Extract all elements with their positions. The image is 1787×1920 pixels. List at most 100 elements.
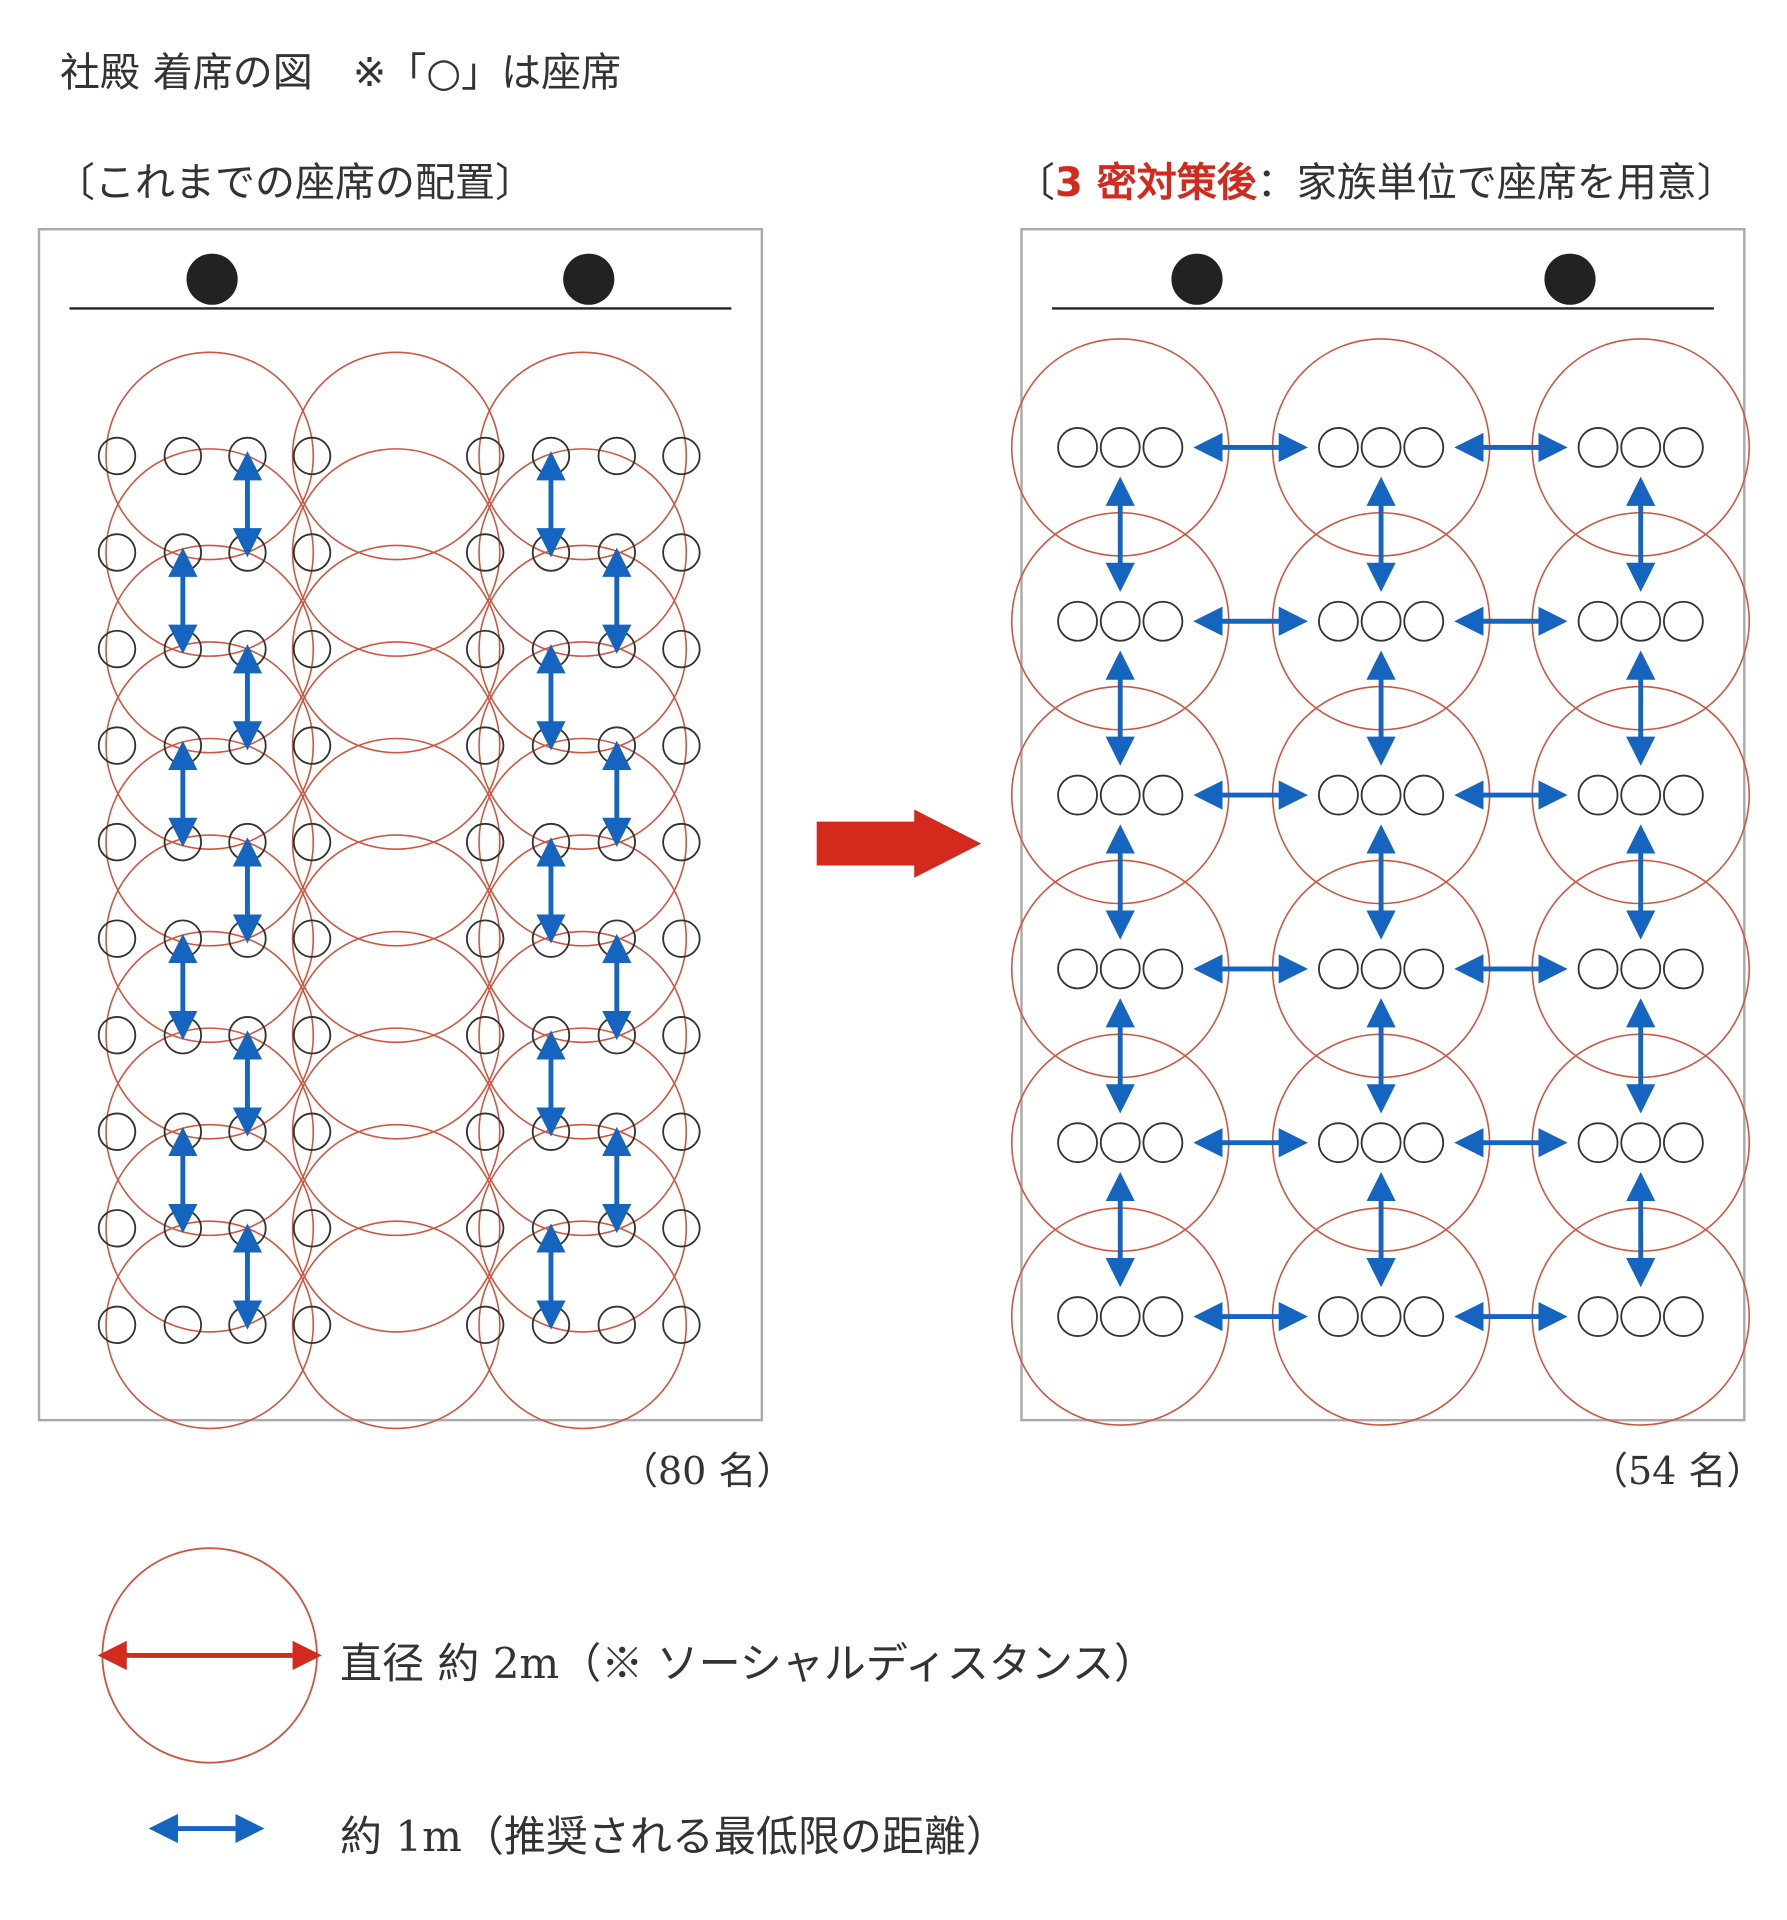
transition-arrow-icon [816, 809, 982, 878]
distance-circle [291, 1027, 501, 1237]
seat-icon [662, 1112, 701, 1151]
distance-circle [291, 1123, 501, 1333]
legend-marks [97, 1547, 322, 1844]
distance-circle [478, 930, 688, 1140]
distance-circle [478, 834, 688, 1044]
seat-icon [662, 726, 701, 765]
seat-icon [662, 822, 701, 862]
seat-icon [1662, 948, 1704, 990]
seat-icon [1099, 774, 1141, 816]
seat-icon [1318, 774, 1359, 816]
seat-icon [1360, 1122, 1402, 1164]
seat-icon [1577, 774, 1619, 816]
seat-icon [465, 1209, 505, 1248]
seat-icon [292, 1305, 332, 1345]
seat-icon [1403, 1122, 1445, 1164]
seat-icon [1142, 600, 1184, 642]
seat-icon [1620, 774, 1662, 816]
seat-icon [1318, 600, 1359, 642]
seat-icon [1577, 600, 1619, 642]
seat-icon [465, 1305, 505, 1345]
seat-icon [1662, 427, 1704, 468]
seat-icon [662, 1305, 701, 1345]
seat-icon [1360, 948, 1402, 990]
seat-icon [1142, 948, 1184, 990]
page-title: 社殿 着席の図 ※「○」は座席 [60, 50, 622, 96]
seat-icon [1318, 1122, 1359, 1164]
distance-circle [478, 641, 688, 850]
seat-icon [465, 533, 505, 572]
distance-circle [105, 544, 315, 754]
priest-seat-icon [186, 253, 238, 305]
seat-icon [1142, 1122, 1184, 1164]
right-seat-count: （54 名） [1590, 1449, 1765, 1493]
seat-icon [292, 533, 332, 572]
distance-circle [105, 351, 315, 561]
seat-icon [1403, 774, 1445, 816]
seat-icon [662, 1016, 701, 1055]
left-heading: 〔これまでの座席の配置〕 [55, 160, 535, 206]
distance-circle [291, 1220, 501, 1430]
seat-icon [662, 919, 701, 958]
seat-icon [1142, 774, 1184, 816]
distance-circle [291, 737, 501, 947]
seat-icon [597, 436, 636, 476]
distance-circle [478, 351, 688, 561]
distance-circle [291, 351, 501, 561]
seat-icon [1577, 1122, 1619, 1164]
seat-icon [292, 822, 332, 862]
seat-icon [1403, 427, 1445, 468]
seat-icon [97, 726, 137, 765]
seat-icon [292, 1112, 332, 1151]
left-seating-panel [37, 228, 764, 1430]
seat-icon [1577, 948, 1619, 990]
seat-icon [1318, 1296, 1359, 1337]
seat-icon [465, 726, 505, 765]
seat-icon [1620, 427, 1662, 468]
seat-icon [292, 1209, 332, 1248]
seat-icon [1318, 427, 1359, 468]
seat-icon [97, 629, 137, 669]
seat-icon [1360, 1296, 1402, 1337]
seat-icon [465, 919, 505, 958]
legend-diameter-label: 直径 約 2m（※ ソーシャルディスタンス） [340, 1639, 1156, 1688]
distance-circle [478, 1123, 688, 1333]
distance-circle [105, 834, 315, 1044]
seat-icon [1099, 1296, 1141, 1337]
distance-circle [478, 544, 688, 754]
seat-icon [97, 1112, 137, 1151]
priest-seat-icon [1171, 253, 1223, 305]
seat-icon [97, 436, 137, 476]
right-heading: 〔3 密対策後：家族単位で座席を用意〕 [1015, 150, 1737, 208]
distance-circle [105, 641, 315, 850]
seat-icon [163, 1305, 203, 1345]
seat-icon [662, 629, 701, 669]
seat-icon [1318, 948, 1359, 990]
seat-icon [1360, 600, 1402, 642]
seat-icon [465, 822, 505, 862]
seat-icon [97, 822, 137, 862]
distance-circle [105, 1123, 315, 1333]
right-heading-open: 〔 [1015, 160, 1055, 206]
seat-icon [97, 1209, 137, 1248]
distance-circle [105, 448, 315, 657]
seat-icon [1403, 948, 1445, 990]
distance-circle [291, 448, 501, 657]
seat-icon [662, 1209, 701, 1248]
seat-icon [1403, 600, 1445, 642]
right-seating-panel [1010, 228, 1751, 1426]
seat-icon [1057, 774, 1098, 816]
seat-icon [292, 726, 332, 765]
seat-icon [292, 1016, 332, 1055]
seat-icon [465, 436, 505, 476]
seat-icon [292, 436, 332, 476]
distance-circle [291, 930, 501, 1140]
seat-icon [163, 436, 203, 476]
distance-circle [291, 834, 501, 1044]
seat-icon [465, 1016, 505, 1055]
seat-icon [1142, 1296, 1184, 1337]
distance-circle [478, 1027, 688, 1237]
seat-icon [1577, 427, 1619, 468]
seat-icon [1620, 1122, 1662, 1164]
